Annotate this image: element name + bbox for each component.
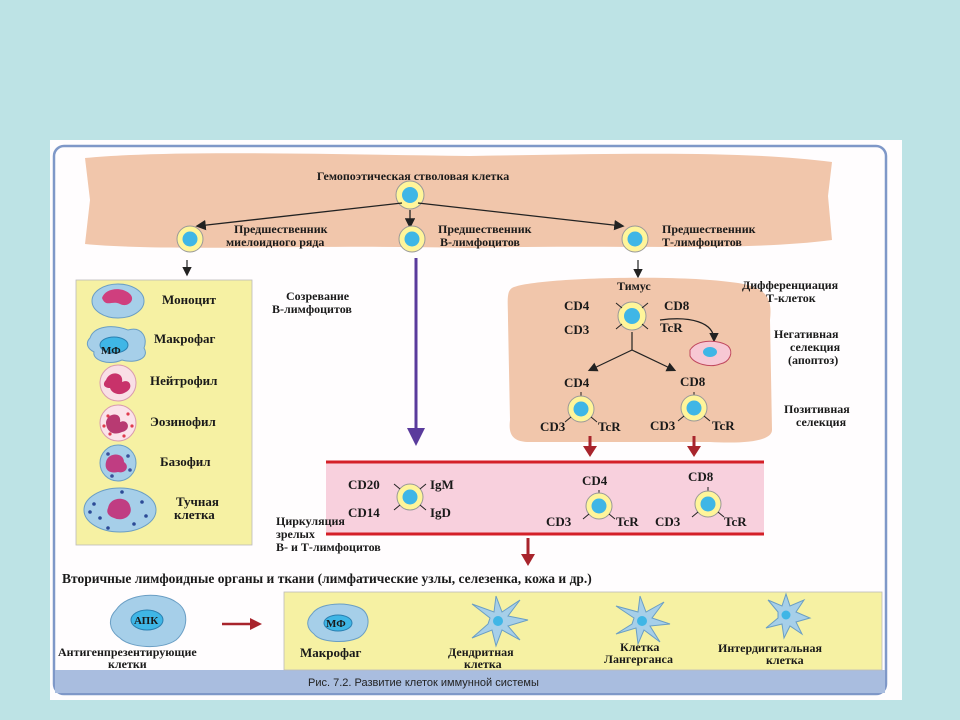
langerhans-cell — [615, 595, 671, 646]
b-cell-igd: IgD — [430, 505, 451, 520]
thymus-exit-arrow-cd4 — [583, 436, 597, 457]
t-progenitor-label-1: Предшественник — [662, 222, 756, 236]
apc-macrophage-mf-abbr: МФ — [326, 618, 346, 630]
langerhans-label-1: Клетка — [620, 640, 659, 654]
thymus-cd4-cd3: CD3 — [540, 419, 566, 434]
mast-cell — [83, 487, 157, 533]
figure-caption: Рис. 7.2. Развитие клеток иммунной систе… — [308, 677, 539, 689]
mature-cd4-t-cell — [582, 490, 616, 520]
langerhans-label-2: Лангерганса — [604, 652, 673, 666]
interdigital-label-2: клетка — [766, 653, 804, 667]
myeloid-progenitor-label-2: миелоидного ряда — [226, 235, 324, 249]
stem-cell — [395, 180, 425, 210]
myeloid-progenitor-cell — [176, 225, 204, 253]
circ-cd8-cd3: CD3 — [655, 514, 681, 529]
macrophage-cell — [86, 326, 146, 363]
thymocyte-cd4: CD4 — [564, 298, 590, 313]
differentiation-label-1: Дифференциация — [742, 278, 839, 292]
circ-cd4-label: CD4 — [582, 473, 608, 488]
mast-cell-label-2: клетка — [174, 507, 215, 522]
myeloid-progenitor-label-1: Предшественник — [234, 222, 328, 236]
interdigital-label-1: Интердигитальная — [718, 641, 822, 655]
b-progenitor-label-1: Предшественник — [438, 222, 532, 236]
circ-cd4-cd3: CD3 — [546, 514, 572, 529]
circ-cd8-tcr: TcR — [724, 514, 747, 529]
t-progenitor-label-2: Т-лимфоцитов — [662, 235, 742, 249]
circulation-label-3: В- и Т-лимфоцитов — [276, 540, 381, 554]
dendritic-label-1: Дендритная — [448, 645, 514, 659]
apc-arrow — [222, 618, 262, 630]
macrophage-mf-abbr: МФ — [101, 345, 121, 357]
apc-macrophage-cell — [307, 603, 369, 642]
thymus-cd8-tcr: TcR — [712, 418, 735, 433]
secondary-organs-title: Вторичные лимфоидные органы и ткани (лим… — [62, 571, 592, 586]
circ-cd8-label: CD8 — [688, 469, 714, 484]
negative-selection-label-2: селекция — [790, 340, 841, 354]
t-progenitor-cell — [621, 225, 649, 253]
thymus-branch-cd8 — [631, 349, 677, 372]
apc-label-2: клетки — [108, 657, 147, 671]
b-cell-igm: IgM — [430, 477, 454, 492]
mast-cell-label-1: Тучная — [176, 494, 219, 509]
neutrophil-cell — [99, 364, 137, 402]
thymus-branch-cd4 — [587, 349, 633, 372]
positive-selection-label-1: Позитивная — [784, 402, 850, 416]
basophil-label: Базофил — [160, 454, 211, 469]
b-maturation-label-2: В-лимфоцитов — [272, 302, 352, 316]
circ-cd4-tcr: TcR — [616, 514, 639, 529]
apoptotic-cell — [689, 340, 732, 367]
eosinophil-cell — [99, 404, 137, 442]
figure-frame — [52, 144, 888, 696]
thymus-cd8-label: CD8 — [680, 374, 706, 389]
branch-arrow-myeloid — [195, 202, 403, 231]
b-cell-cd14: CD14 — [348, 505, 380, 520]
mature-b-cell — [393, 483, 427, 511]
b-maturation-label-1: Созревание — [286, 289, 350, 303]
circulation-label-1: Циркуляция — [276, 514, 345, 528]
thymus-cd8-cd3: CD3 — [650, 418, 676, 433]
monocyte-label: Моноцит — [162, 292, 217, 307]
positive-selection-label-2: селекция — [796, 415, 847, 429]
monocyte-cell — [91, 283, 145, 319]
eosinophil-label: Эозинофил — [150, 414, 216, 429]
caption-band — [55, 670, 885, 693]
apc-label-1: Антигенпрезентирующие — [58, 645, 197, 659]
thymocyte-tcr: TcR — [660, 320, 683, 335]
mature-cd8-t-cell — [691, 487, 725, 518]
immune-development-figure: Гемопоэтическая стволовая клетка Предшес… — [50, 140, 902, 700]
thymus-cd4-tcr: TcR — [598, 419, 621, 434]
branch-arrow-t — [417, 202, 625, 231]
negative-selection-arrow — [659, 318, 719, 343]
negative-selection-label-3: (апоптоз) — [788, 353, 838, 367]
thymus-cd8-cell — [677, 392, 711, 422]
thymus-cd4-label: CD4 — [564, 375, 590, 390]
stem-cell-band — [85, 153, 832, 248]
thymocyte-cd8: CD8 — [664, 298, 690, 313]
circulation-exit-arrow — [521, 538, 535, 566]
thymus-cd4-cell — [564, 392, 598, 423]
dendritic-cell — [471, 595, 529, 648]
basophil-cell — [99, 444, 137, 482]
negative-selection-label-1: Негативная — [774, 327, 839, 341]
interdigital-cell — [765, 592, 812, 640]
apc-macrophage-label: Макрофаг — [300, 645, 361, 660]
circulation-label-2: зрелых — [276, 527, 315, 541]
diagram-canvas: Гемопоэтическая стволовая клетка Предшес… — [52, 144, 888, 696]
b-cell-cd20: CD20 — [348, 477, 380, 492]
b-progenitor-label-2: В-лимфоцитов — [440, 235, 520, 249]
differentiation-label-2: Т-клеток — [766, 291, 816, 305]
dendritic-label-2: клетка — [464, 657, 502, 671]
stem-cell-label: Гемопоэтическая стволовая клетка — [317, 169, 509, 183]
thymocyte-cd3: CD3 — [564, 322, 590, 337]
neutrophil-label: Нейтрофил — [150, 373, 217, 388]
macrophage-label: Макрофаг — [154, 331, 215, 346]
thymus-title: Тимус — [617, 279, 651, 293]
b-progenitor-cell — [398, 225, 426, 253]
apc-cell — [110, 594, 187, 647]
thymocyte-double-positive — [615, 301, 649, 331]
thymus-exit-arrow-cd8 — [687, 436, 701, 457]
apc-abbr: АПК — [134, 615, 158, 627]
